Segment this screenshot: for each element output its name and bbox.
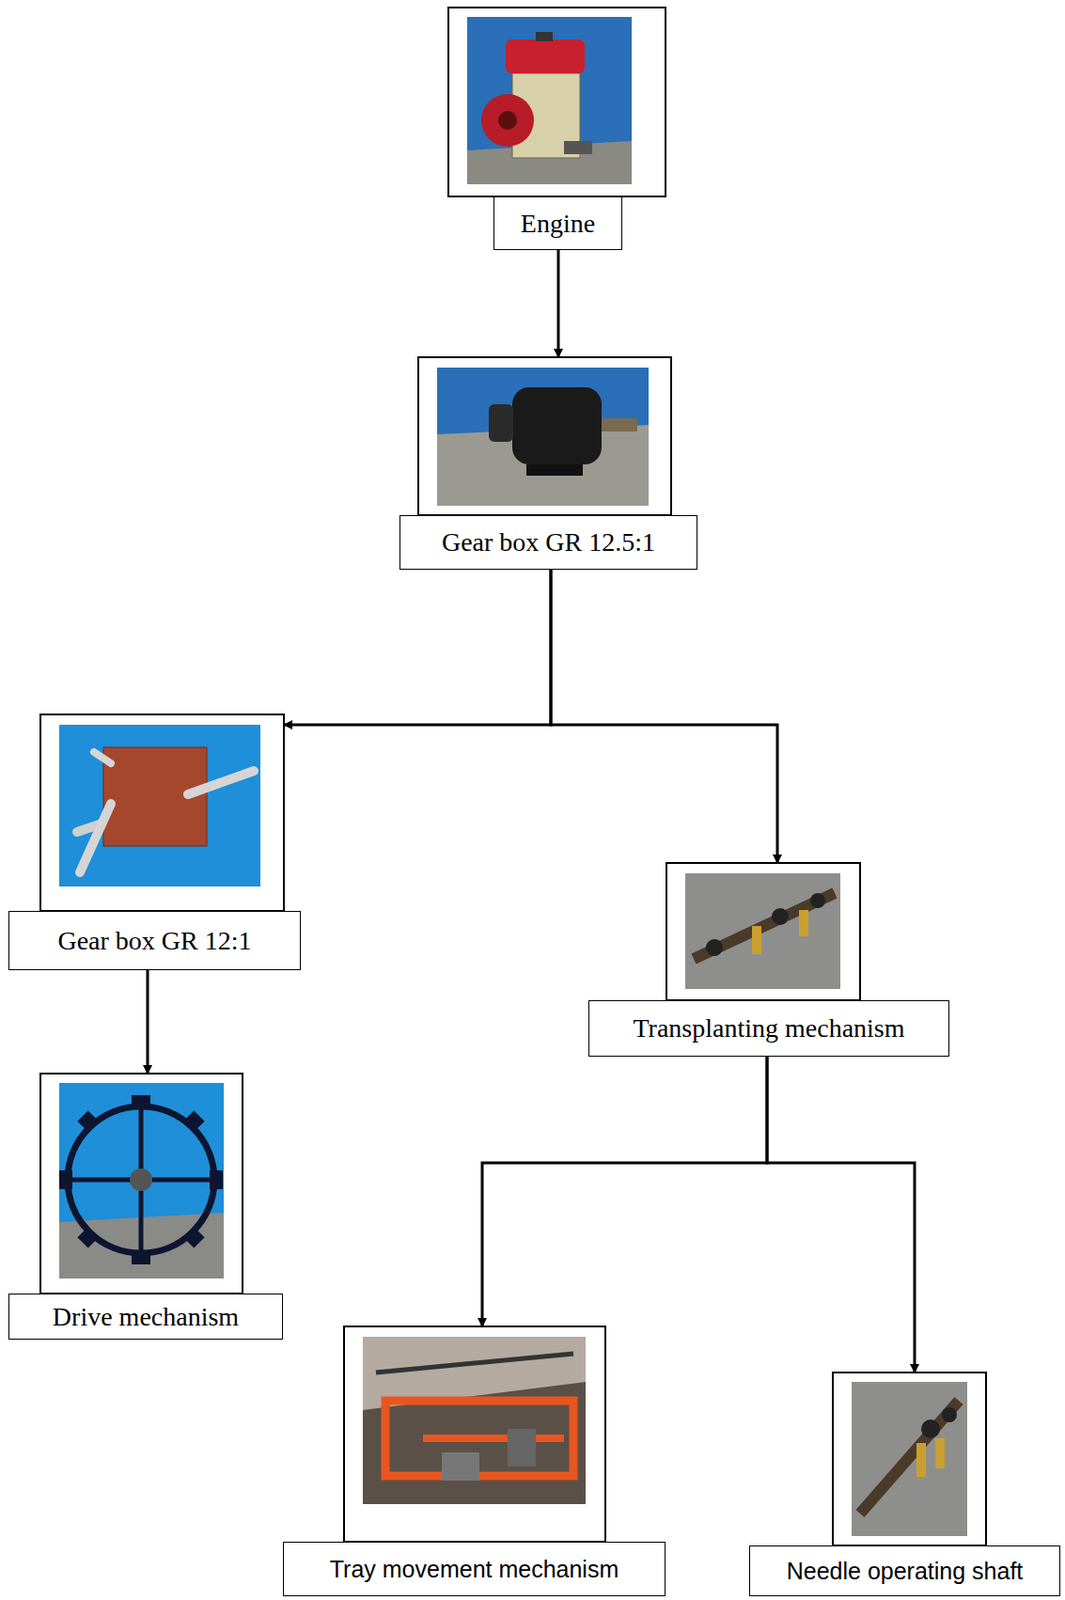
label-text: Gear box GR 12.5:1 (441, 527, 656, 558)
component-node: Drive mechanism (8, 1073, 283, 1340)
label-box: Transplanting mechanism (588, 1000, 950, 1057)
component-node: Gear box GR 12:1 (8, 714, 301, 971)
wheel-photo (40, 1073, 243, 1294)
engine-photo (448, 7, 666, 197)
flow-arrow (767, 1056, 915, 1373)
label-box: Needle operating shaft (749, 1545, 1061, 1597)
tray-photo (344, 1326, 606, 1542)
flow-arrow (283, 569, 551, 725)
label-text: Engine (520, 208, 596, 239)
gearbox-photo (40, 714, 284, 911)
label-box: Tray movement mechanism (282, 1541, 666, 1597)
mechanism-photo (666, 862, 861, 1001)
component-node: Tray movement mechanism (282, 1326, 666, 1597)
label-text: Gear box GR 12:1 (57, 925, 251, 956)
shaft-photo (832, 1372, 987, 1546)
label-box: Engine (493, 196, 623, 251)
label-text: Transplanting mechanism (632, 1013, 905, 1044)
component-node: Gear box GR 12.5:1 (399, 357, 698, 570)
flow-arrow (557, 250, 561, 358)
label-text: Needle operating shaft (786, 1557, 1024, 1585)
component-node: Needle operating shaft (749, 1372, 1061, 1597)
label-text: Tray movement mechanism (329, 1555, 620, 1583)
flow-arrow (550, 569, 778, 863)
flow-arrow (482, 1056, 768, 1327)
component-node: Transplanting mechanism (588, 862, 950, 1057)
flow-arrow (146, 970, 150, 1074)
gearbox-photo (418, 357, 672, 516)
label-box: Drive mechanism (8, 1293, 283, 1340)
label-box: Gear box GR 12.5:1 (399, 515, 698, 570)
label-text: Drive mechanism (52, 1301, 239, 1332)
component-node: Engine (448, 7, 666, 251)
label-box: Gear box GR 12:1 (8, 910, 301, 971)
